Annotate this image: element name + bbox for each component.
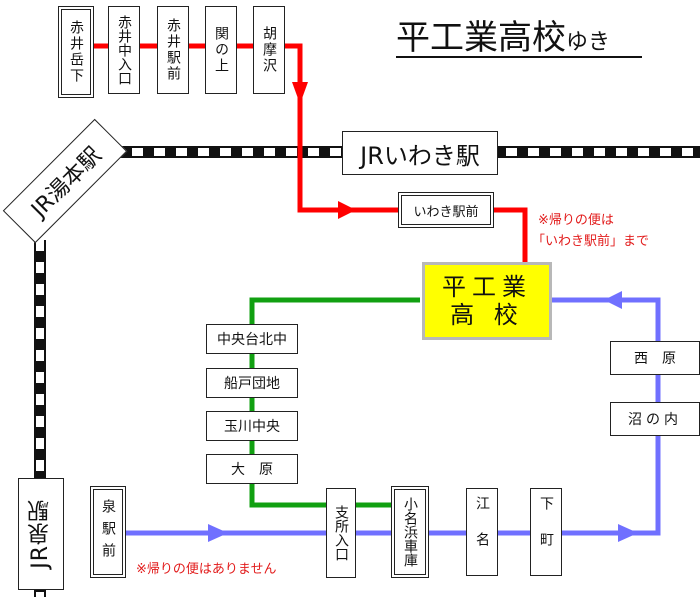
stop-label: 小名浜車庫	[402, 497, 418, 567]
station-jr-izumi: JR泉駅	[18, 478, 64, 590]
map-title: 平工業高校ゆき	[396, 10, 610, 59]
stop-tamagawa-chuo: 玉川中央	[206, 411, 298, 441]
title-underline	[396, 56, 642, 58]
stop-label: 西 原	[634, 351, 676, 367]
stop-gomazawa: 胡摩沢	[253, 6, 285, 94]
destination-line2: 高 校	[450, 301, 524, 329]
stop-ohara: 大 原	[206, 454, 298, 484]
stop-label: 関の上	[213, 26, 229, 74]
stop-iwaki-ekimae: いわき駅前	[398, 192, 494, 228]
blue-route-arrow-right-2	[618, 524, 638, 542]
stop-label: 玉川中央	[224, 419, 280, 435]
stop-label: 下町	[538, 496, 554, 568]
blue-route-arrow-right-1	[208, 524, 228, 542]
destination-line1: 平工業	[442, 273, 532, 301]
stop-chuodai-kitachu: 中央台北中	[206, 324, 298, 354]
stop-akai-ekimae: 赤井駅前	[157, 6, 189, 94]
stop-label: 中央台北中	[217, 332, 287, 348]
red-route-arrow-down	[292, 82, 308, 104]
stop-label: 赤井駅前	[165, 18, 181, 82]
stop-ena: 江名	[466, 488, 498, 576]
red-route-arrow-right	[338, 201, 356, 219]
stop-funado-danchi: 船戸団地	[206, 368, 298, 398]
stop-akai-naka-iriguchi: 赤井中入口	[108, 6, 140, 94]
note-return-iwaki-line1: ※帰りの便は	[538, 213, 614, 228]
stop-nishihara: 西 原	[610, 341, 700, 375]
stop-label: 赤井中入口	[116, 15, 132, 85]
stop-akaidake-shita: 赤井岳下	[58, 6, 94, 98]
stop-label: 大 原	[231, 462, 273, 478]
blue-route-arrow-left	[604, 291, 622, 309]
stop-label: 赤井岳下	[68, 20, 84, 84]
stop-label: 船戸団地	[224, 376, 280, 392]
stop-label: 沼の内	[628, 412, 682, 428]
stop-izumi-ekimae: 泉駅前	[90, 486, 126, 578]
note-return-iwaki-line2: 「いわき駅前」まで	[532, 234, 650, 249]
stop-label: 泉駅前	[100, 499, 116, 565]
stop-label: 支所入口	[333, 505, 349, 561]
stop-label: 胡摩沢	[261, 26, 277, 74]
stop-numanouchi: 沼の内	[610, 402, 700, 436]
title-main: 平工業高校	[396, 18, 566, 58]
stop-shisho-iriguchi: 支所入口	[326, 488, 356, 578]
station-jr-izumi-label: JR泉駅	[28, 499, 53, 569]
destination-box: 平工業 高 校	[422, 262, 552, 340]
stop-label: 江名	[474, 496, 490, 568]
station-jr-iwaki-label: JRいわき駅	[360, 141, 480, 170]
title-suffix: ゆき	[566, 30, 611, 55]
station-jr-iwaki: JRいわき駅	[342, 131, 498, 175]
stop-seki-no-ue: 関の上	[205, 6, 237, 94]
note-return-izumi: ※帰りの便はありません	[136, 562, 277, 577]
stop-shitamachi: 下町	[530, 488, 562, 576]
stop-label: いわき駅前	[413, 204, 479, 220]
stop-onahama-shako: 小名浜車庫	[391, 486, 429, 578]
